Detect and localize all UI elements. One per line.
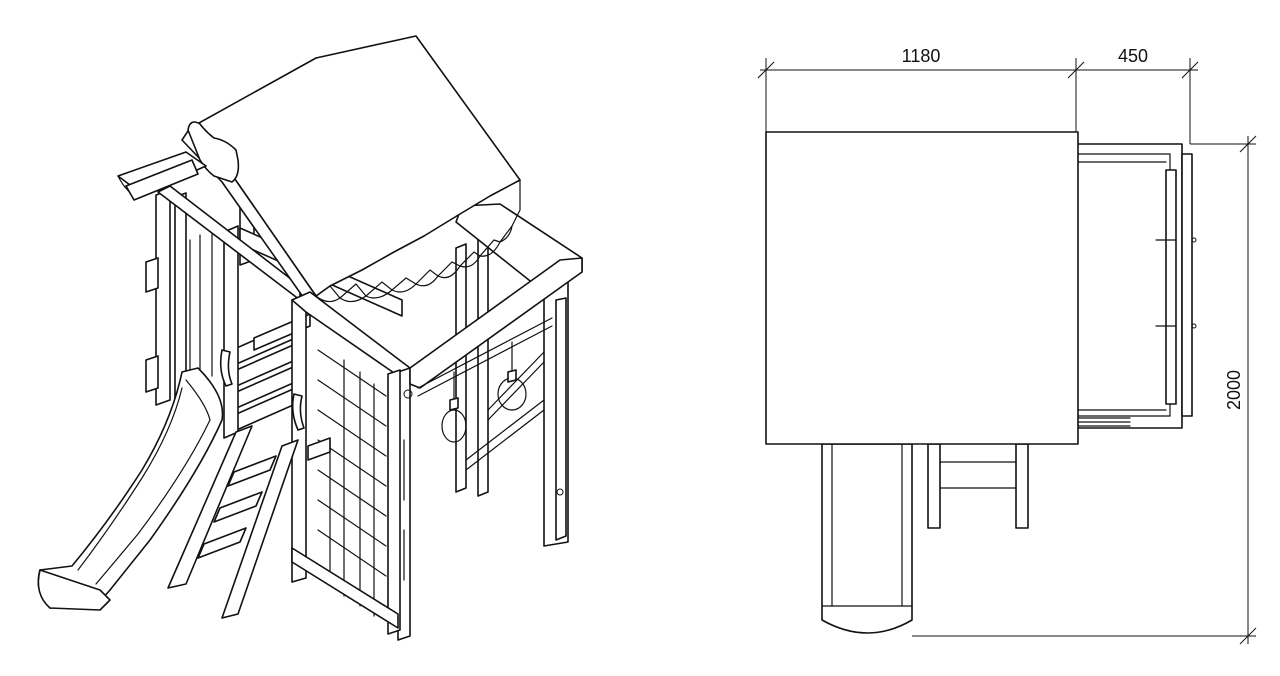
dimension-width-main: 1180 — [902, 46, 941, 66]
dimension-lines — [757, 58, 1257, 645]
top-slide — [821, 443, 913, 634]
dimension-width-extension: 450 — [1118, 46, 1148, 66]
horse-ornament — [187, 121, 240, 183]
ladder — [167, 425, 299, 619]
dimension-depth-total: 2000 — [1224, 370, 1244, 410]
roof — [117, 35, 521, 305]
rings — [417, 317, 553, 443]
top-view — [765, 131, 1197, 634]
top-roof — [765, 131, 1079, 445]
top-ladder-left — [927, 443, 941, 529]
handle-left — [219, 349, 233, 387]
climbing-frame — [291, 257, 583, 641]
top-extension — [1075, 143, 1197, 429]
slide — [37, 367, 224, 611]
top-ladder-right — [1015, 443, 1029, 529]
front-left-post — [223, 225, 239, 439]
isometric-view — [37, 35, 583, 641]
right-frame — [455, 203, 583, 547]
handle-right — [291, 393, 305, 431]
